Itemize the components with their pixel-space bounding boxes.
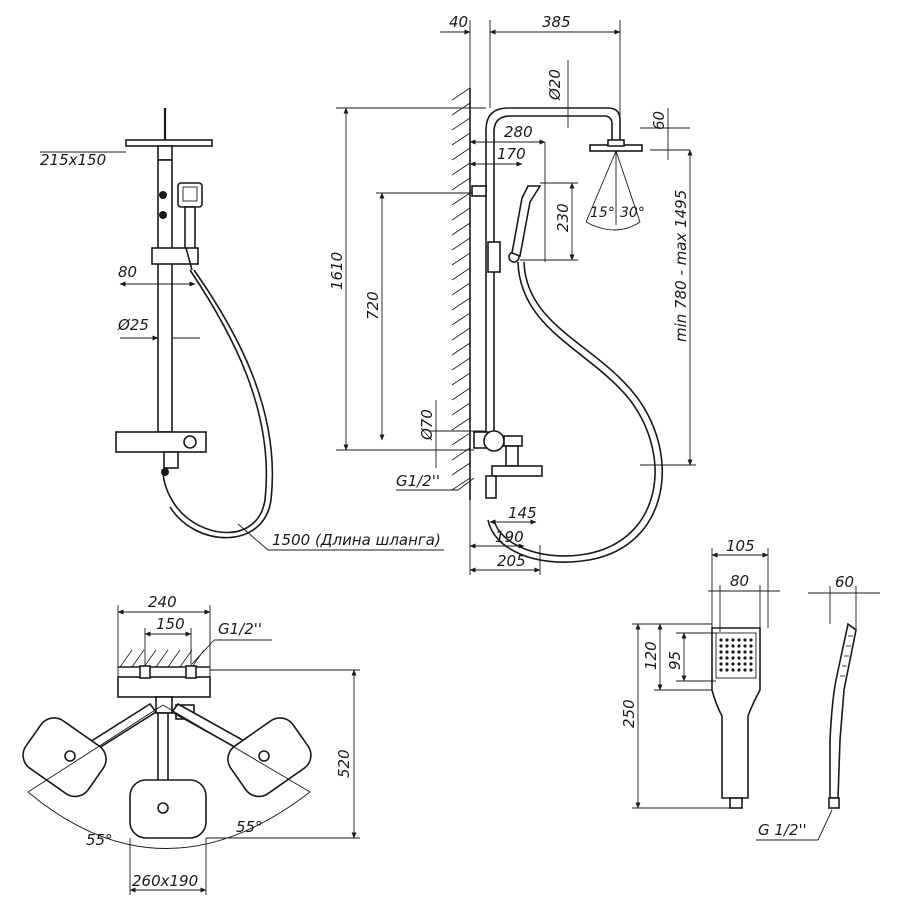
- top-view: 55° 55° 240 150 G1/2'' 520 260x190: [22, 593, 360, 895]
- dim-hs-120: 120: [642, 641, 660, 670]
- dim-hs-95: 95: [666, 651, 684, 670]
- spray-angle-2: 30°: [620, 205, 645, 221]
- diverter-knob-upper: [159, 191, 167, 199]
- dim-head-height: 60: [650, 111, 668, 130]
- leader-hose-length: [237, 523, 269, 551]
- side-spout: [491, 465, 543, 477]
- dim-total-height: 1610: [328, 252, 346, 290]
- hose: [162, 269, 268, 534]
- handset-side-nozzles: [840, 635, 853, 677]
- handset-side-thread: [828, 797, 840, 809]
- front-view: 215x150 80 Ø25 1500 (Длина шланга): [40, 108, 444, 551]
- spray-line-right: [615, 150, 641, 223]
- dim-bar-diameter: Ø25: [117, 316, 149, 334]
- side-spout-neck: [485, 475, 497, 499]
- holder-clip: [185, 247, 193, 271]
- top-riser: [155, 696, 173, 714]
- dim-arm-diameter: Ø20: [546, 69, 564, 101]
- dim-hs-105: 105: [726, 537, 755, 555]
- top-swing-arc: [27, 791, 311, 849]
- handset-nozzle-grid: [715, 632, 757, 679]
- top-head-left-hub: [64, 750, 76, 762]
- leader-top-thread: [191, 639, 215, 665]
- handset-front-thread: [729, 797, 743, 809]
- handset-side-body: [829, 622, 857, 799]
- riser-pipe-inner: [493, 115, 613, 440]
- dim-top-thread: G1/2'': [218, 620, 262, 638]
- dim-inlet-spacing: 150: [156, 615, 185, 633]
- dim-inlet-thread: G1/2'': [396, 472, 440, 490]
- handset-front-body: [711, 627, 761, 799]
- dim-width-240: 240: [148, 593, 177, 611]
- dim-top-head-size: 260x190: [132, 872, 198, 890]
- spray-arc: [585, 221, 641, 231]
- spray-line-left: [585, 150, 617, 223]
- dim-hs-thread: G 1/2'': [758, 821, 807, 839]
- dim-hs-250: 250: [620, 699, 638, 728]
- riser-pipe: [485, 107, 621, 440]
- wall-bracket-upper: [471, 185, 487, 197]
- side-view: 15° 30° 40 385 Ø20 60 280: [328, 13, 696, 575]
- rain-head-plate: [125, 139, 213, 147]
- handset-handle: [184, 206, 196, 250]
- spray-angle-1: 15°: [590, 205, 615, 221]
- side-mixer-handle: [503, 435, 523, 447]
- top-inlet-right: [185, 665, 197, 679]
- leader-hs-thread: [817, 809, 833, 841]
- hose-outer: [169, 269, 274, 539]
- top-head-right-hub: [258, 750, 270, 762]
- dim-angle-left: 55°: [86, 831, 113, 849]
- dim-holder-reach: 280: [504, 123, 533, 141]
- side-mixer-cap: [483, 430, 505, 452]
- mixer-knob: [183, 435, 197, 449]
- spout-connector: [163, 451, 179, 469]
- dim-arm-reach: 385: [542, 13, 571, 31]
- dim-angle-right: 55°: [236, 818, 263, 836]
- top-wall-hatch: [119, 649, 205, 668]
- top-swing-left: [27, 704, 164, 793]
- dim-hs-60: 60: [835, 573, 854, 591]
- side-hose: [493, 261, 656, 557]
- dim-spout-145: 145: [508, 504, 537, 522]
- side-mixer-stem: [505, 445, 519, 467]
- top-mixer-body: [117, 676, 211, 698]
- dim-spout-190: 190: [495, 528, 524, 546]
- handset-face: [182, 186, 198, 202]
- thermostatic-mixer: [115, 431, 207, 453]
- head-connector: [157, 145, 173, 161]
- side-hose-outer: [487, 261, 663, 563]
- dim-mixer-diameter: Ø70: [418, 409, 436, 441]
- dim-handset-reach: 170: [497, 145, 526, 163]
- diverter-knob-lower: [159, 211, 167, 219]
- dim-wall-gap: 40: [449, 13, 468, 31]
- dim-holder-height: 720: [364, 291, 382, 320]
- top-head-center-hub: [157, 802, 169, 814]
- dim-spout-205: 205: [497, 552, 526, 570]
- spout-tip: [161, 468, 169, 476]
- dim-hose-length: 1500 (Длина шланга): [272, 531, 441, 549]
- dim-hs-80: 80: [730, 572, 749, 590]
- wall-hatch: [451, 87, 471, 491]
- dim-height-range: min 780 - max 1495: [672, 190, 690, 342]
- shower-bar: [157, 159, 173, 433]
- dim-head-size: 215x150: [40, 151, 106, 169]
- holder-bracket: [151, 247, 199, 265]
- side-handset: [511, 185, 542, 258]
- dim-depth: 520: [335, 749, 353, 778]
- leader-inlet-thread: [457, 477, 475, 491]
- dim-handset-length: 230: [554, 203, 572, 232]
- top-inlet-left: [139, 665, 151, 679]
- handset-view: 105 80 60 120 95 250 G 1/2'': [620, 537, 880, 841]
- side-slider: [487, 241, 501, 273]
- top-swing-right: [162, 704, 311, 793]
- side-head-connector: [607, 139, 625, 147]
- dim-bar-offset: 80: [118, 263, 137, 281]
